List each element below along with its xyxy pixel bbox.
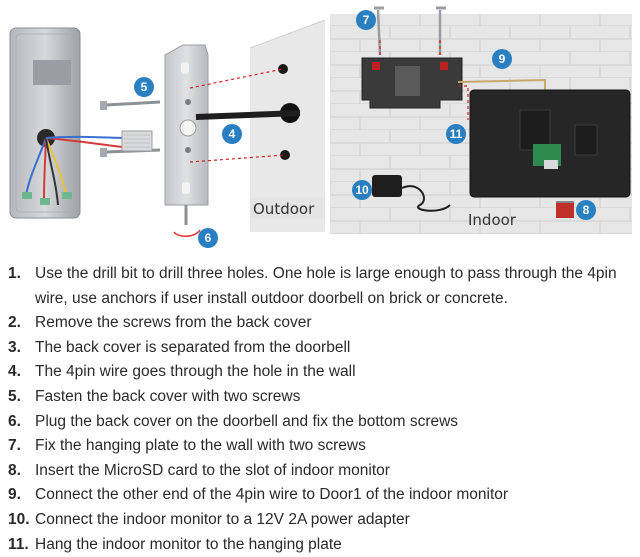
outdoor-wall xyxy=(249,19,326,232)
step-item: 6. Plug the back cover on the doorbell an… xyxy=(0,410,640,435)
step-number: 4. xyxy=(8,363,21,381)
step-text: Connect the indoor monitor to a 12V 2A p… xyxy=(35,510,410,528)
step-item: 7. Fix the hanging plate to the wall with… xyxy=(0,434,640,459)
step-number: 10. xyxy=(8,510,30,528)
step-text: Plug the back cover on the doorbell and … xyxy=(35,412,459,430)
step-text: The back cover is separated from the doo… xyxy=(35,338,351,356)
callout-5: 5 xyxy=(134,77,154,97)
hanging-plate xyxy=(361,6,463,109)
step-number: 1. xyxy=(8,265,21,282)
step-item: 4. The 4pin wire goes through the hole in… xyxy=(0,360,640,385)
back-cover-plate xyxy=(164,44,209,237)
outdoor-doorbell xyxy=(9,27,123,219)
callout-11: 11 xyxy=(446,124,466,144)
wall-hole-bottom xyxy=(280,150,290,160)
svg-text:7: 7 xyxy=(363,13,370,27)
step-number: 5. xyxy=(8,387,21,405)
step-item: 3. The back cover is separated from the d… xyxy=(0,336,640,361)
wire-connector xyxy=(121,130,153,152)
svg-text:4: 4 xyxy=(229,127,236,141)
step-item: 11. Hang the indoor monitor to the hangin… xyxy=(0,533,640,557)
svg-text:5: 5 xyxy=(141,80,148,94)
step-item: 9. Connect the other end of the 4pin wire… xyxy=(0,483,640,508)
step-item: 1. Use the drill bit to drill three holes… xyxy=(0,262,640,311)
callout-4: 4 xyxy=(222,124,242,144)
callout-8: 8 xyxy=(576,200,596,220)
svg-text:6: 6 xyxy=(205,231,212,245)
svg-text:10: 10 xyxy=(355,183,369,197)
step-text: Insert the MicroSD card to the slot of i… xyxy=(35,461,390,479)
microsd-card xyxy=(556,201,574,218)
svg-text:8: 8 xyxy=(583,203,590,217)
four-pin-wire-bundle xyxy=(25,135,123,206)
installation-diagram: Outdoor Indoor 4 5 6 7 8 9 10 11 xyxy=(9,6,632,248)
step-number: 6. xyxy=(8,412,21,430)
outdoor-label: Outdoor xyxy=(253,200,315,218)
step-item: 8. Insert the MicroSD card to the slot of… xyxy=(0,459,640,484)
step-number: 3. xyxy=(8,338,21,356)
step-number: 8. xyxy=(8,461,21,479)
step-number: 2. xyxy=(8,314,21,332)
wall-hole-top xyxy=(278,64,288,74)
svg-text:11: 11 xyxy=(450,127,463,141)
callout-10: 10 xyxy=(352,180,372,200)
alignment-guides xyxy=(189,68,286,163)
callout-9: 9 xyxy=(492,49,512,69)
installation-steps: 1. Use the drill bit to drill three holes… xyxy=(0,262,640,557)
indoor-label: Indoor xyxy=(468,211,517,229)
indoor-monitor xyxy=(469,89,631,198)
step-text: The 4pin wire goes through the hole in t… xyxy=(35,363,356,381)
step-item: 10. Connect the indoor monitor to a 12V 2… xyxy=(0,508,640,533)
step-text: Remove the screws from the back cover xyxy=(35,314,312,332)
wire-pass-rod xyxy=(195,110,301,120)
step-text: Hang the indoor monitor to the hanging p… xyxy=(35,535,342,553)
step-number: 7. xyxy=(8,437,21,455)
back-cover-wire-hole xyxy=(179,119,197,137)
step-text: Connect the other end of the 4pin wire t… xyxy=(35,486,509,504)
step-text: Fix the hanging plate to the wall with t… xyxy=(35,437,366,455)
callout-6: 6 xyxy=(198,228,218,248)
step-number: 9. xyxy=(8,486,21,504)
power-adapter xyxy=(372,175,451,212)
svg-text:9: 9 xyxy=(499,52,506,66)
step-number: 11. xyxy=(8,535,29,553)
step-item: 2. Remove the screws from the back cover xyxy=(0,311,640,336)
step-item: 5. Fasten the back cover with two screws xyxy=(0,385,640,410)
callout-7: 7 xyxy=(356,10,376,30)
step-text: Use the drill bit to drill three holes. … xyxy=(35,265,617,307)
step-text: Fasten the back cover with two screws xyxy=(35,387,301,405)
